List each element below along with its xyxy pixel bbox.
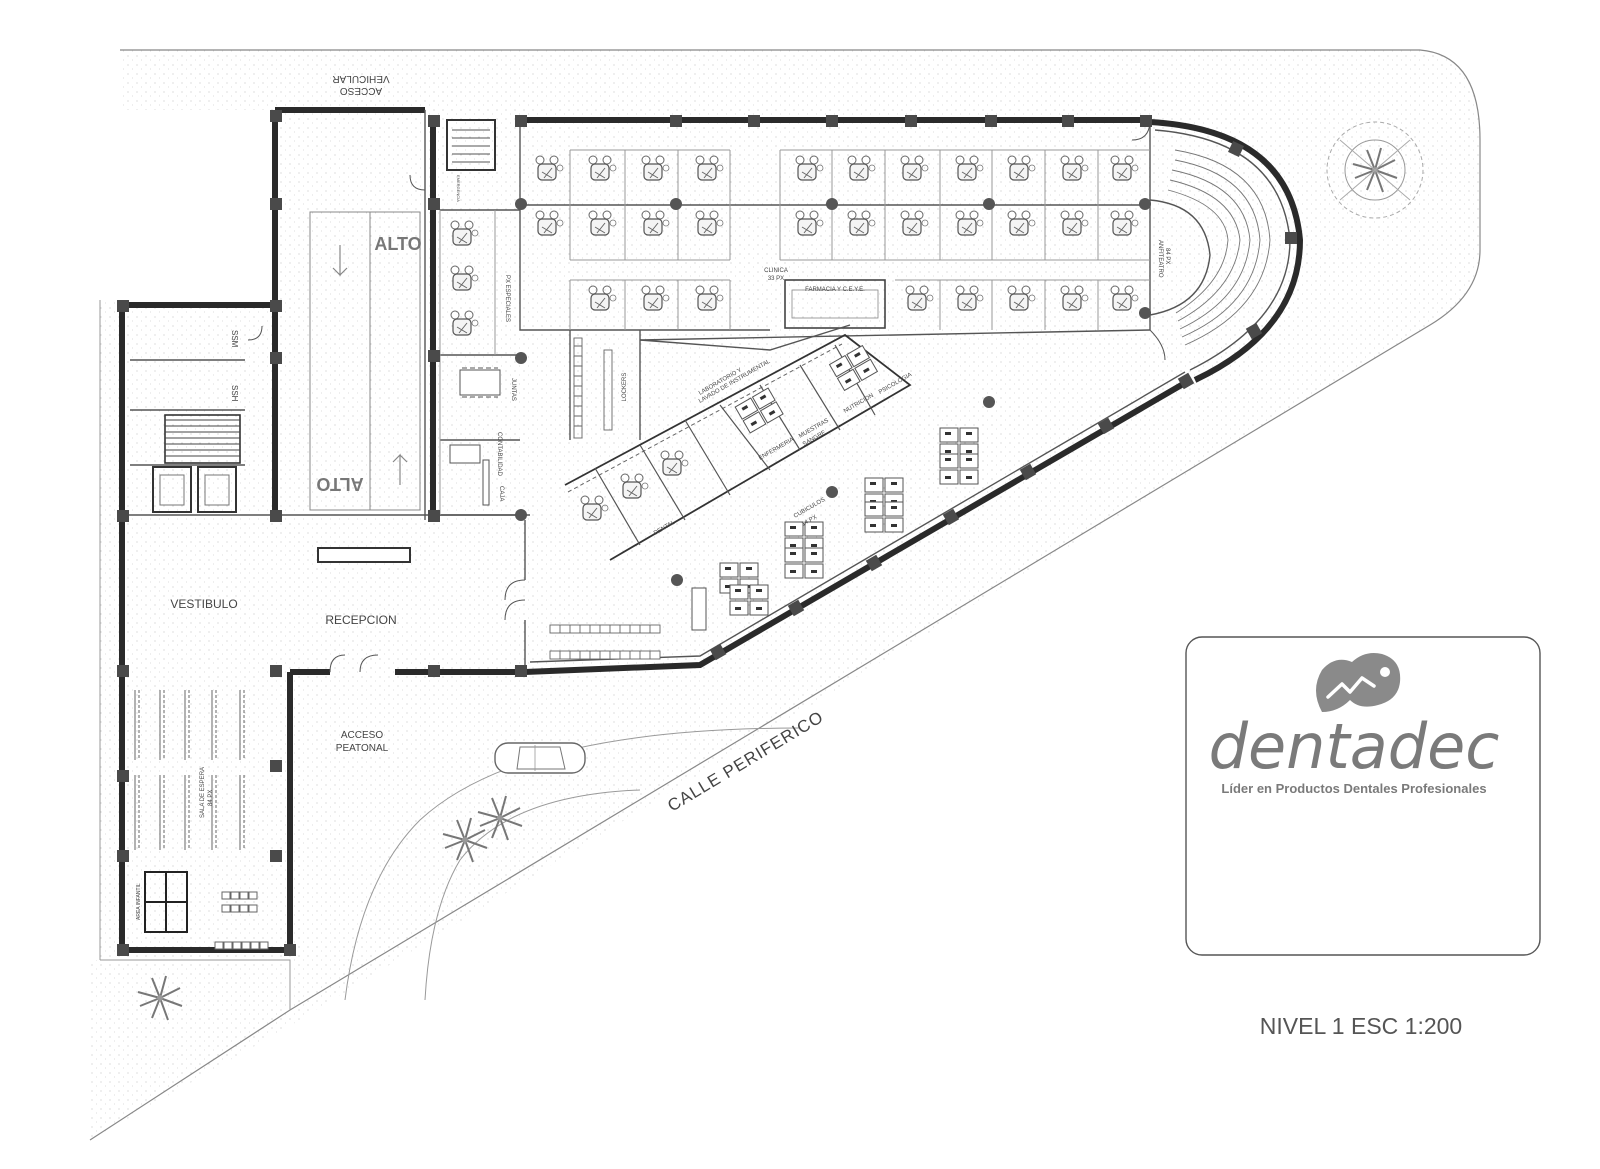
caja-label: CAJA [498,486,504,501]
stairs-top [446,119,496,171]
juntas-label: JUNTAS [510,378,516,401]
acceso-vehicular-label: ACCESO VEHICULAR [332,73,389,96]
tree-top-icon [1326,121,1424,219]
site-sidewalk [90,50,1480,1140]
car-icon [494,742,586,774]
property-line [89,49,1481,1141]
emergencia-label: EMERGENCIA [456,175,461,202]
waiting-seats [134,690,245,850]
juntas-table [459,367,501,398]
acceso-peatonal-label-2: PEATONAL [336,743,389,754]
diagonal-rooms [564,324,912,561]
svg-text:VEHICULAR: VEHICULAR [332,73,389,84]
farmacia-room [784,279,886,329]
street-curve-inner [424,789,641,1001]
svg-text:ACCESO: ACCESO [340,85,382,96]
lockers-label: LOCKERS [622,373,628,402]
vestibulo-label: VESTIBULO [170,597,237,611]
sala-espera-label-2: 84 PX [208,790,214,806]
anfiteatro-label-2: 84 PX [1164,248,1170,264]
elevator [197,466,237,513]
farmacia-label: FARMACIA Y C.E.Y.E. [805,287,865,293]
anfiteatro-label: ANFITEATRO [1157,240,1163,278]
bench-rows [549,624,661,660]
columns [117,110,1297,956]
amphitheater-wall [1149,119,1304,383]
sala-espera-label: SALA DE ESPERA [200,767,206,818]
reception-desk [317,547,411,563]
brand-tagline: Líder en Productos Dentales Profesionale… [1221,781,1486,796]
alto-label: ALTO [374,234,421,254]
cubicles [691,427,979,631]
dentadec-logo-icon [1316,653,1401,712]
alto-label: ALTO [316,474,363,494]
exam-cubicles [535,149,1150,330]
ssm-label: SSM [230,330,239,348]
kids-area [144,871,188,933]
ssh-label: SSH [230,385,239,402]
brand-name: dentadec [1209,710,1500,783]
area-infantil-label: AREA INFANTIL [136,883,142,920]
recepcion-label: RECEPCION [325,613,396,627]
clinica-label: CLINICA [764,268,788,274]
ramp-area [309,211,421,511]
px-especiales-label: PX ESPECIALES [504,275,510,322]
lockers [573,337,613,439]
brand-card [1185,636,1541,956]
clinica-label-2: 33 PX [768,276,784,282]
acceso-peatonal-label: ACCESO [341,730,383,741]
street-curve-outer [344,727,801,1001]
amphitheater-seating [1167,149,1271,346]
west-wing-walls [119,302,293,953]
contabilidad-label: CONTABILIDAD [496,432,502,477]
plan-caption: NIVEL 1 ESC 1:200 [1260,1013,1462,1039]
stairs-west [164,414,241,464]
elevator [152,466,192,513]
